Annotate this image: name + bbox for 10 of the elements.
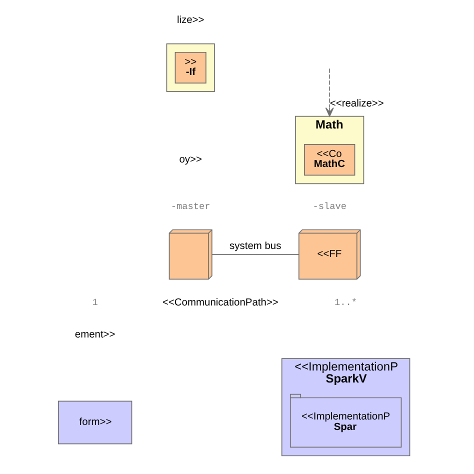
label: -slave — [312, 201, 346, 212]
edge-label: system bus — [229, 241, 281, 252]
label: 1 — [92, 297, 98, 308]
label: ement>> — [74, 330, 115, 341]
label: -master — [170, 201, 210, 212]
label: oy>> — [178, 154, 202, 166]
label: lize>> — [176, 15, 204, 26]
edge-label: <<realize>> — [329, 98, 384, 110]
label: 1..* — [334, 297, 357, 308]
label: <<CommunicationPath>> — [162, 297, 278, 308]
